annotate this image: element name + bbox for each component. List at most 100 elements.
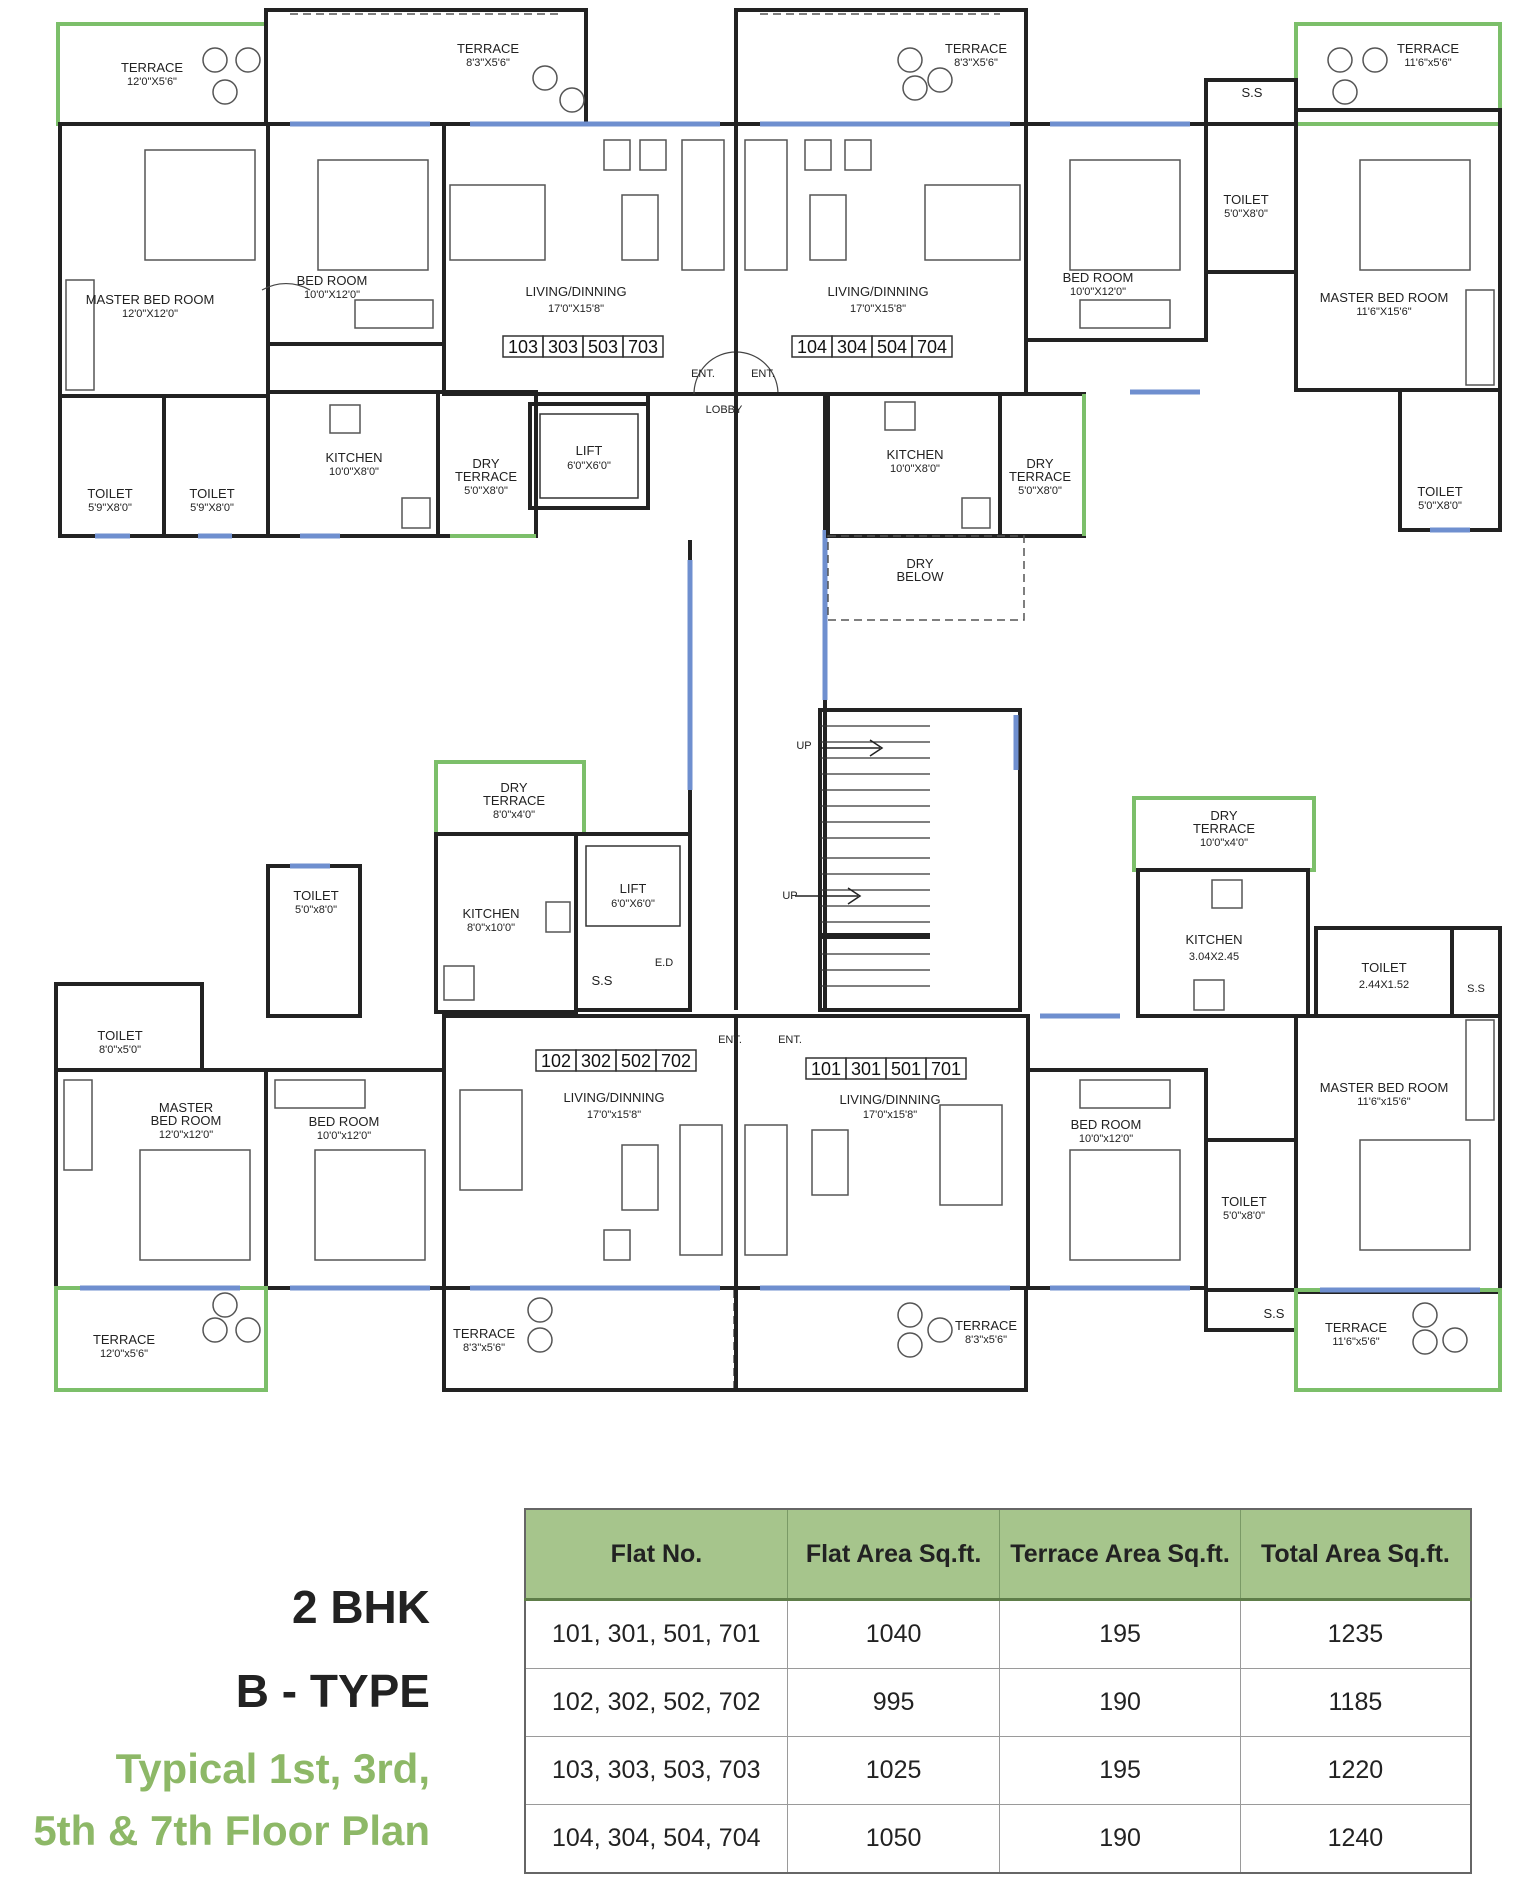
chair bbox=[804, 139, 832, 171]
lift-bottom-walls bbox=[574, 832, 692, 1012]
fridge bbox=[401, 497, 431, 529]
room-label: DRY bbox=[1026, 456, 1054, 471]
chair bbox=[1327, 47, 1353, 73]
room-dimension: 11'6"X15'6" bbox=[1356, 306, 1411, 318]
bed-room-walls bbox=[264, 1068, 446, 1290]
table-cell: 1025 bbox=[786, 1736, 1001, 1805]
flat-number: 704 bbox=[917, 337, 947, 357]
room-label: TOILET bbox=[1221, 1194, 1266, 1209]
bed bbox=[139, 1149, 251, 1261]
room-label: BED ROOM bbox=[1071, 1117, 1142, 1132]
chair bbox=[1412, 1329, 1438, 1355]
room-label: BED ROOM bbox=[309, 1114, 380, 1129]
room-label: MASTER BED ROOM bbox=[1320, 1080, 1449, 1095]
room-label: BED ROOM bbox=[297, 273, 368, 288]
room-label: TERRACE bbox=[453, 1326, 515, 1341]
table-cell: 1040 bbox=[786, 1599, 1001, 1669]
room-dimension: 8'0"x5'0" bbox=[99, 1044, 141, 1056]
chair bbox=[235, 1317, 261, 1343]
room-dimension: 5'9"X8'0" bbox=[190, 502, 234, 514]
col-header: Flat Area Sq.ft. bbox=[786, 1508, 1001, 1601]
room-label: TERRACE bbox=[1325, 1320, 1387, 1335]
flat-number: 104 bbox=[797, 337, 827, 357]
room-label: LIFT bbox=[576, 443, 603, 458]
room-dimension: 5'0"X8'0" bbox=[1224, 208, 1268, 220]
flat-number: 102 bbox=[541, 1051, 571, 1071]
chair bbox=[1332, 79, 1358, 105]
dining-table bbox=[924, 184, 1021, 261]
table-cell: 103, 303, 503, 703 bbox=[524, 1736, 788, 1805]
bed bbox=[1359, 1139, 1471, 1251]
stair-treads bbox=[820, 725, 930, 987]
wardrobe bbox=[63, 1079, 93, 1171]
room-label: TERRACE bbox=[457, 41, 519, 56]
stove bbox=[1211, 879, 1243, 909]
floor-plan: TERRACE 12'0"X5'6" TERRACE 8'3"X5'6" MAS… bbox=[54, 8, 1502, 1392]
kitchen-walls bbox=[1136, 868, 1310, 1018]
flat-number-box bbox=[622, 335, 664, 358]
room-label: BED ROOM bbox=[1063, 270, 1134, 285]
dry-below-outline bbox=[827, 535, 1025, 621]
room-label: TERRACE bbox=[1193, 821, 1255, 836]
flat-number-boxes: 101 301 501 701 bbox=[805, 1057, 967, 1080]
chair bbox=[235, 47, 261, 73]
room-dimension: 11'6"x5'6" bbox=[1332, 1336, 1379, 1348]
up-label: UP bbox=[796, 740, 811, 752]
terrace-outline bbox=[54, 1286, 268, 1392]
chair bbox=[1442, 1327, 1468, 1353]
stair-walls bbox=[818, 708, 1022, 1012]
door-swing bbox=[735, 351, 779, 395]
room-dimension: 8'3"X5'6" bbox=[466, 57, 510, 69]
lift-car bbox=[585, 845, 681, 927]
flat-number: 301 bbox=[851, 1059, 881, 1079]
entrance-label: ENT. bbox=[778, 1034, 802, 1046]
table-cell: 190 bbox=[999, 1804, 1241, 1874]
ss-label: S.S bbox=[592, 973, 613, 988]
table-row: 103, 303, 503, 703 1025 195 1220 bbox=[524, 1736, 1472, 1805]
wardrobe bbox=[354, 299, 434, 329]
room-dimension: 5'0"X8'0" bbox=[1418, 500, 1462, 512]
table-cell: 190 bbox=[999, 1668, 1241, 1737]
table-cell: 1050 bbox=[786, 1804, 1001, 1874]
room-dimension: 12'0"x5'6" bbox=[100, 1348, 148, 1360]
lower-right-unit bbox=[734, 796, 1502, 1392]
room-dimension: 12'0"X5'6" bbox=[127, 76, 177, 88]
ss-label: S.S bbox=[1467, 983, 1485, 995]
chair bbox=[844, 139, 872, 171]
flat-number-box bbox=[655, 1049, 697, 1072]
dining-table bbox=[939, 1104, 1003, 1206]
room-label: KITCHEN bbox=[1185, 932, 1242, 947]
room-label: TERRACE bbox=[1397, 41, 1459, 56]
coffee-table bbox=[621, 194, 659, 261]
room-dimension: 10'0"x4'0" bbox=[1200, 837, 1248, 849]
entrance-label: ENT. bbox=[691, 368, 715, 380]
room-label: DRY bbox=[472, 456, 500, 471]
chair bbox=[603, 1229, 631, 1261]
flat-number-box bbox=[911, 335, 953, 358]
flat-number: 701 bbox=[931, 1059, 961, 1079]
table-cell: 102, 302, 502, 702 bbox=[524, 1668, 788, 1737]
chair bbox=[897, 47, 923, 73]
dining-table bbox=[449, 184, 546, 261]
room-label: BELOW bbox=[897, 569, 945, 584]
room-label: LIVING/DINNING bbox=[827, 284, 928, 299]
dining-table bbox=[459, 1089, 523, 1191]
flat-number: 501 bbox=[891, 1059, 921, 1079]
room-label: MASTER bbox=[159, 1100, 213, 1115]
flat-number: 303 bbox=[548, 337, 578, 357]
upper-core bbox=[528, 351, 1022, 1012]
up-arrow-head bbox=[847, 887, 862, 905]
upper-right-unit bbox=[734, 8, 1502, 621]
room-dimension: 5'0"X8'0" bbox=[464, 485, 508, 497]
type-title: B - TYPE bbox=[235, 1665, 430, 1717]
ss-walls bbox=[1450, 926, 1502, 1018]
table-cell: 1220 bbox=[1239, 1736, 1472, 1805]
chair bbox=[902, 75, 928, 101]
ed-label: E.D bbox=[655, 957, 673, 969]
bed-room-walls bbox=[266, 122, 446, 346]
room-label: TERRACE bbox=[1009, 469, 1071, 484]
room-dimension: 12'0"X12'0" bbox=[122, 308, 178, 320]
chair bbox=[1362, 47, 1388, 73]
room-dimension: 10'0"X8'0" bbox=[890, 463, 940, 475]
chair bbox=[527, 1327, 553, 1353]
